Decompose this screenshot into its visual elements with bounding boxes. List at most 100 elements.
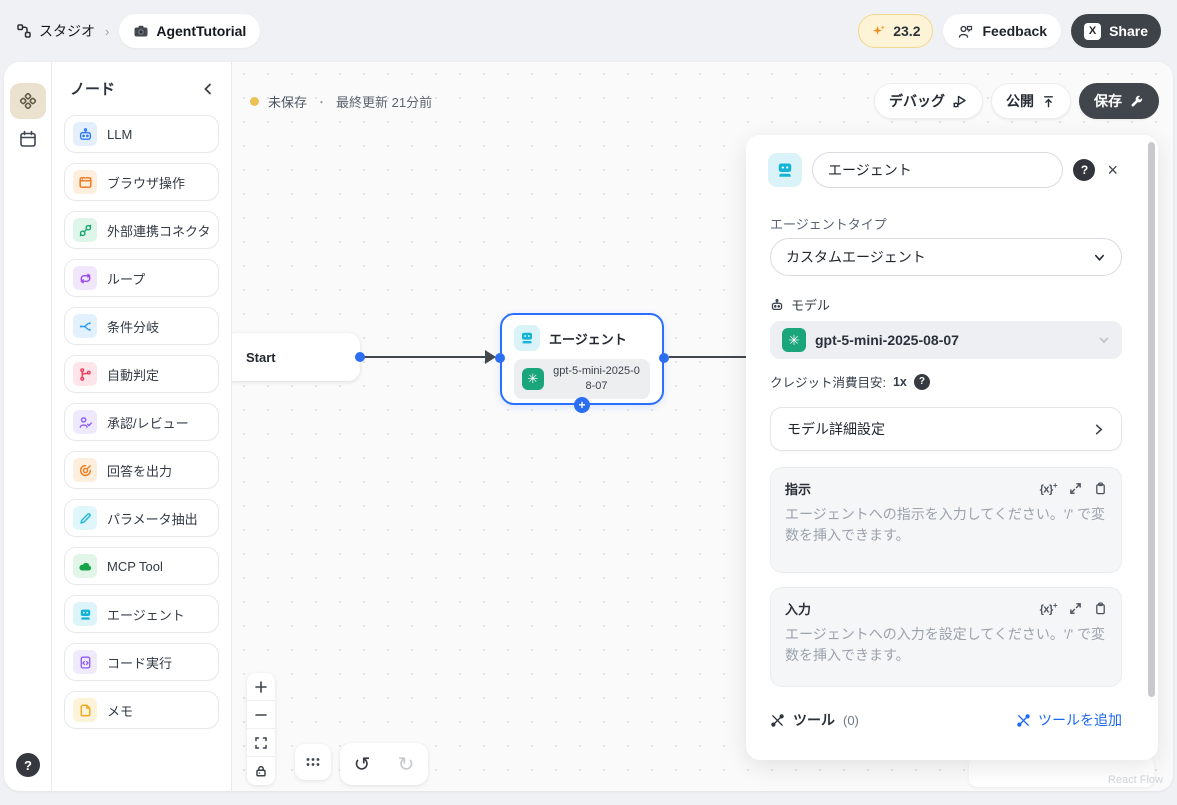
wrench-icon [1131, 95, 1143, 106]
breadcrumb-studio-label: スタジオ [39, 23, 95, 39]
zoom-controls [247, 673, 275, 785]
node-menu-button[interactable] [295, 744, 331, 780]
save-button[interactable]: 保存 [1079, 83, 1159, 119]
tools-count: (0) [843, 712, 859, 728]
node-name-input[interactable] [812, 152, 1064, 188]
edge-agent-out[interactable] [669, 356, 752, 358]
palette-item-approval[interactable]: 承認/レビュー [64, 403, 219, 441]
share-button[interactable]: X Share [1071, 14, 1161, 48]
palette-item-connector[interactable]: 外部連携コネクタ [64, 211, 219, 249]
close-panel-button[interactable]: × [1107, 160, 1118, 180]
zoom-out-button[interactable] [247, 701, 275, 729]
model-label: モデル [791, 298, 831, 313]
chevron-down-icon [1099, 337, 1109, 344]
breadcrumb-studio[interactable]: スタジオ [16, 21, 95, 41]
panel-help-button[interactable]: ? [1073, 159, 1096, 181]
publish-label: 公開 [1006, 93, 1034, 109]
palette-item-condition[interactable]: 条件分岐 [64, 307, 219, 345]
share-label: Share [1109, 23, 1148, 39]
palette-item-auto-judge[interactable]: 自動判定 [64, 355, 219, 393]
agent-node[interactable]: エージェント ✳ gpt-5-mini-2025-08-07 + [495, 313, 669, 413]
palette-item-label: 条件分岐 [107, 319, 160, 335]
redo-button[interactable]: ↻ [397, 753, 415, 776]
agent-config-panel: ? × エージェントタイプ カスタムエージェント モデル ✳ gpt-5-min… [746, 135, 1158, 760]
chevron-right-icon [1095, 424, 1103, 434]
copy-icon[interactable] [1094, 482, 1107, 495]
palette-item-llm[interactable]: LLM [64, 115, 219, 153]
credit-help-button[interactable]: ? [913, 373, 930, 390]
feedback-label: Feedback [982, 23, 1048, 39]
openai-icon: ✳ [782, 328, 806, 352]
input-label: 入力 [785, 602, 812, 617]
debug-button[interactable]: デバッグ [874, 83, 983, 119]
help-button[interactable]: ? [16, 753, 40, 777]
lock-interactivity-button[interactable] [247, 757, 275, 785]
undo-button[interactable]: ↺ [353, 753, 371, 776]
instruction-label: 指示 [785, 482, 812, 497]
agent-node-title: エージェント [549, 331, 627, 347]
loop-icon [73, 266, 97, 290]
credits-value: 23.2 [893, 23, 921, 39]
instruction-textarea[interactable] [785, 504, 1107, 556]
left-rail: ? [4, 62, 52, 791]
palette-item-code[interactable]: コード実行 [64, 643, 219, 681]
agent-type-select[interactable]: カスタムエージェント [770, 238, 1122, 276]
collapse-panel-button[interactable] [201, 82, 215, 96]
palette-item-memo[interactable]: メモ [64, 691, 219, 729]
rail-calendar-button[interactable] [18, 129, 38, 149]
breadcrumb-app[interactable]: AgentTutorial [119, 14, 261, 48]
camera-icon [133, 23, 149, 39]
memo-icon [73, 698, 97, 722]
status-separator: ・ [316, 96, 328, 109]
palette-item-agent[interactable]: エージェント [64, 595, 219, 633]
palette-item-label: メモ [107, 703, 134, 719]
feedback-button[interactable]: Feedback [943, 14, 1062, 48]
robot-icon [73, 122, 97, 146]
save-status: 未保存 ・ 最終更新 21分前 [250, 92, 432, 111]
palette-item-loop[interactable]: ループ [64, 259, 219, 297]
insert-variable-icon[interactable]: {x}+ [1039, 481, 1058, 496]
model-value: gpt-5-mini-2025-08-07 [815, 332, 959, 348]
credits-badge[interactable]: 23.2 [858, 14, 934, 48]
edge-start-to-agent[interactable] [360, 356, 488, 358]
agent-input-handle[interactable] [495, 353, 505, 363]
input-textarea[interactable] [785, 624, 1107, 676]
palette-item-mcp-tool[interactable]: MCP Tool [64, 547, 219, 585]
rail-nodes-button[interactable] [10, 83, 46, 119]
palette-item-answer-output[interactable]: 回答を出力 [64, 451, 219, 489]
approval-icon [73, 410, 97, 434]
expand-icon[interactable] [1069, 482, 1082, 495]
dots-grid-icon [306, 758, 320, 766]
fit-view-button[interactable] [247, 729, 275, 757]
agent-output-handle[interactable] [659, 353, 669, 363]
insert-variable-icon[interactable]: {x}+ [1039, 601, 1058, 616]
palette-item-param-extract[interactable]: パラメータ抽出 [64, 499, 219, 537]
palette-item-label: ブラウザ操作 [107, 175, 186, 191]
flow-canvas[interactable]: 未保存 ・ 最終更新 21分前 デバッグ 公開 保存 Start [232, 62, 1173, 791]
publish-button[interactable]: 公開 [991, 83, 1071, 119]
start-node[interactable]: Start [232, 333, 365, 381]
model-select[interactable]: ✳ gpt-5-mini-2025-08-07 [770, 321, 1122, 359]
browser-icon [73, 170, 97, 194]
add-next-node-button[interactable]: + [574, 397, 590, 413]
agent-icon [768, 153, 802, 187]
history-controls: ↺ ↻ [340, 743, 428, 785]
answer-output-icon [73, 458, 97, 482]
copy-icon[interactable] [1094, 602, 1107, 615]
start-output-handle[interactable] [355, 352, 365, 362]
panel-scrollbar[interactable] [1148, 142, 1155, 697]
canvas-toolbar: デバッグ 公開 保存 [874, 83, 1159, 119]
sparkle-icon [871, 23, 887, 39]
palette-item-label: コード実行 [107, 655, 173, 671]
palette-item-label: ループ [107, 271, 146, 287]
palette-item-label: パラメータ抽出 [107, 511, 198, 527]
zoom-in-button[interactable] [247, 673, 275, 701]
branch-icon [73, 314, 97, 338]
palette-item-browser[interactable]: ブラウザ操作 [64, 163, 219, 201]
model-settings-button[interactable]: モデル詳細設定 [770, 407, 1122, 451]
add-tool-button[interactable]: ツールを追加 [1016, 710, 1122, 730]
credit-value: 1x [892, 374, 907, 389]
model-section-label: モデル [770, 295, 830, 314]
auto-judge-icon [73, 362, 97, 386]
expand-icon[interactable] [1069, 602, 1082, 615]
